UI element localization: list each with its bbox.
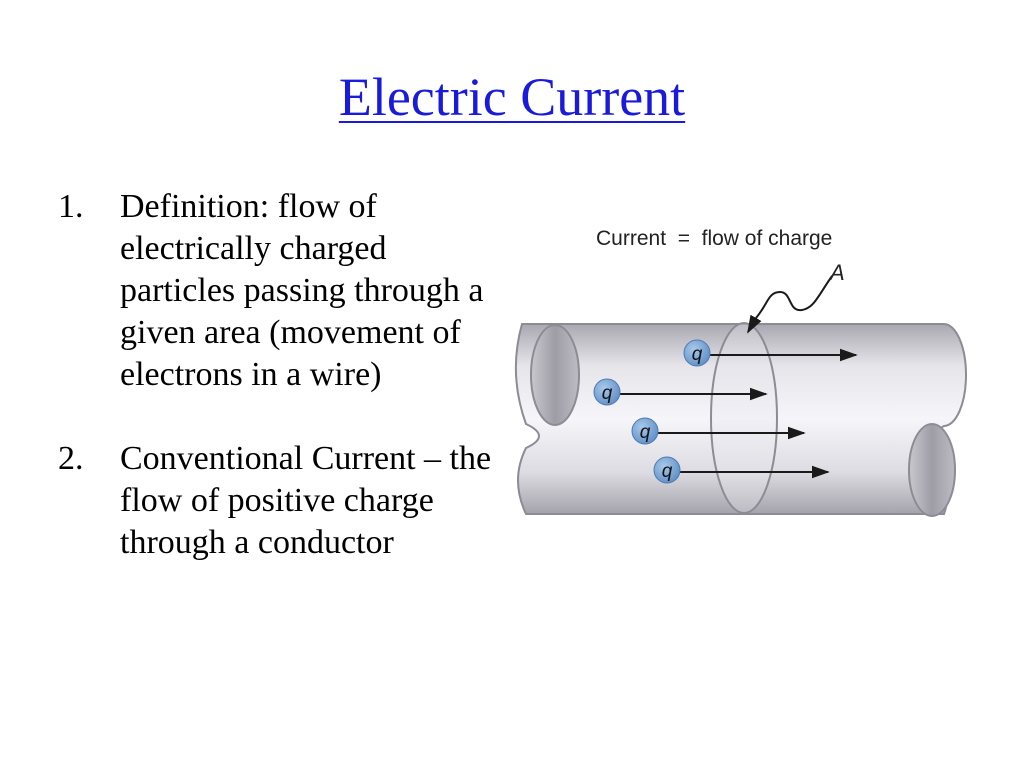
area-pointer-arrow [747, 275, 833, 334]
charge-label: q [640, 422, 651, 443]
charge-label: q [692, 344, 703, 365]
cross-section-area [710, 322, 778, 514]
list-text: Conventional Current – the flow of posit… [120, 440, 492, 561]
wire-illustration: Current = flow of charge A q q q q [514, 227, 967, 517]
area-label: A [828, 260, 845, 285]
wire-end-opening-left [530, 324, 580, 426]
slide-title-link[interactable]: Electric Current [338, 67, 686, 127]
charge-label: q [662, 461, 673, 482]
list-item-conventional-current: 2. Conventional Current – the flow of po… [58, 438, 508, 564]
content-list: 1. Definition: flow of electrically char… [58, 186, 508, 606]
list-number: 2. [58, 440, 84, 477]
charge-particle [683, 339, 711, 367]
list-text: Definition: flow of electrically charged… [120, 188, 484, 393]
current-diagram: Current = flow of charge A q q q q [512, 212, 982, 532]
charge-label: q [602, 383, 613, 404]
list-item-definition: 1. Definition: flow of electrically char… [58, 186, 508, 396]
list-number: 1. [58, 188, 84, 225]
charge-particle [631, 417, 659, 445]
slide-title: Electric Current [0, 62, 1024, 132]
charge-particle [653, 456, 681, 484]
charge-particle [593, 378, 621, 406]
wire-end-opening-right [908, 423, 956, 517]
diagram-caption: Current = flow of charge [596, 227, 832, 250]
